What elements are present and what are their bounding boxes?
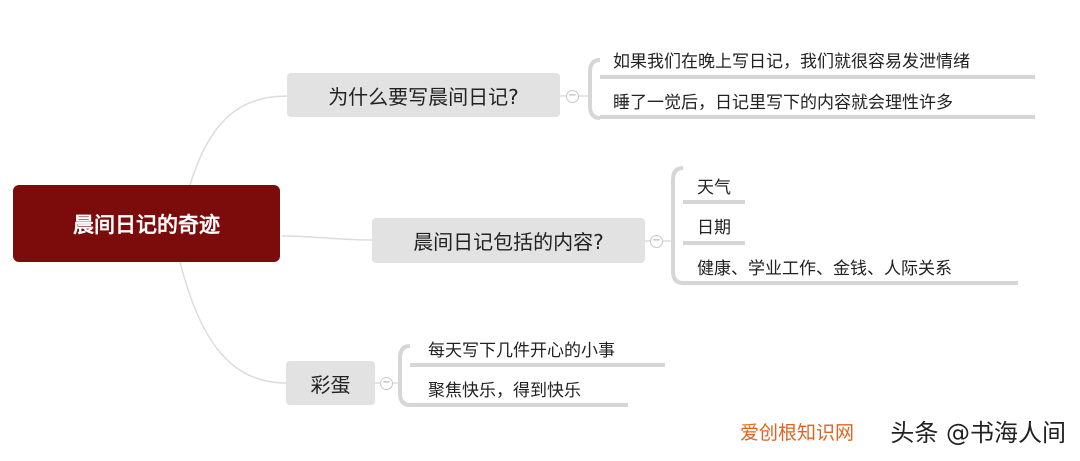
watermark: 头条 @书海人间 [890,419,1066,447]
leaf-node[interactable]: 健康、学业工作、金钱、人际关系 [697,259,952,279]
leaf-node[interactable]: 聚焦快乐，得到快乐 [428,381,581,401]
leaf-node[interactable]: 睡了一觉后，日记里写下的内容就会理性许多 [613,93,953,113]
branch-node-easter-egg[interactable]: 彩蛋 [286,361,375,405]
bracket-branch-2 [671,166,684,285]
collapse-toggle-icon[interactable]: − [566,90,579,103]
connector-root-branch-2 [281,235,373,241]
root-node[interactable]: 晨间日记的奇迹 [13,185,280,262]
bracket-branch-3 [398,344,411,407]
leaf-node[interactable]: 天气 [697,178,731,198]
leaf-node[interactable]: 如果我们在晚上写日记，我们就很容易发泄情绪 [613,52,970,72]
bracket-branch-1 [588,58,601,120]
leaf-node[interactable]: 日期 [697,218,731,238]
connector-root-branch-1 [189,95,288,186]
leaf-node[interactable]: 每天写下几件开心的小事 [428,341,615,361]
watermark-overlay: 爱创根知识网 [740,422,855,444]
collapse-toggle-icon[interactable]: − [650,235,663,248]
branch-node-why[interactable]: 为什么要写晨间日记? [287,73,560,117]
branch-node-contents[interactable]: 晨间日记包括的内容? [372,218,645,263]
collapse-toggle-icon[interactable]: − [380,377,393,390]
connector-root-branch-3 [179,261,287,384]
